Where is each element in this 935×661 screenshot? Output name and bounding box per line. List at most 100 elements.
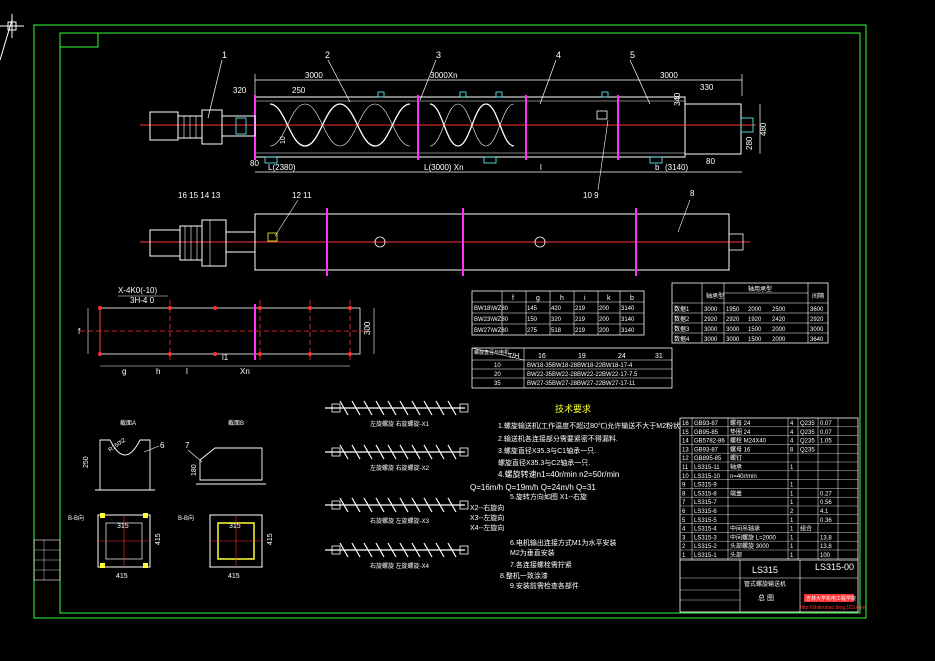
bom-cell: LS315-9 <box>694 483 717 489</box>
label-8: 8 <box>690 189 695 198</box>
bom-cell: 中间螺旋 L=2000 <box>730 533 777 541</box>
dim-300: 300 <box>363 321 372 335</box>
bom-cell: 100 <box>820 553 831 559</box>
tb-h-1: 16 <box>538 353 546 360</box>
tb-h-0: T/H <box>508 353 519 360</box>
bom-cell: LS315-11 <box>694 465 720 471</box>
ta-h-b: b <box>630 295 634 302</box>
tb-title: 螺旋直径与电机 <box>474 349 509 356</box>
bom-cell: 螺钉 <box>730 454 742 462</box>
inner-frame <box>59 32 861 614</box>
bom-cell: 2 <box>790 509 794 515</box>
footer-bar <box>804 594 854 602</box>
bom-cell: LS315-7 <box>694 500 717 506</box>
bom-cell: 16 <box>682 421 689 427</box>
bom-cell: 0.56 <box>820 500 832 506</box>
ta-cell: 200 <box>599 317 610 323</box>
tc-cell: 3000 <box>810 327 824 333</box>
bom-cell: 1 <box>790 544 794 550</box>
bom-cell: 4 <box>682 527 686 533</box>
bom-cell: 0.07 <box>820 421 832 427</box>
bom-cell: 9 <box>682 483 686 489</box>
dv-315b: 315 <box>229 523 241 530</box>
screw-variant <box>325 400 469 416</box>
tech-note-line: X4--左旋向 <box>470 523 504 532</box>
bom-cell: 端盖 <box>730 489 742 497</box>
tc-cell: 3640 <box>810 337 824 343</box>
bom-cell: 轴承 <box>730 463 742 471</box>
dwg-title: 管式螺旋输送机 <box>744 580 786 588</box>
bom-cell: 中间吊轴承 <box>730 525 760 533</box>
tb-cell: 35 <box>494 381 501 387</box>
labels-12-11: 12 11 <box>292 191 312 200</box>
bom-cell: 4 <box>790 439 794 445</box>
dim-l3000xn: L(3000) Xn <box>424 163 464 172</box>
ta-cell: 320 <box>551 317 562 323</box>
footer-url: http://shitouhao.blog.163.com <box>800 605 866 611</box>
bom-cell: LS315-4 <box>694 527 717 533</box>
ta-h-k: k <box>607 295 611 302</box>
tc-cell: 2920 <box>704 317 718 323</box>
tc-cell: 1500 <box>748 327 762 333</box>
dim-l-sec: l <box>186 367 188 376</box>
dv-415b: 415 <box>267 533 274 545</box>
dim-320: 320 <box>233 86 247 95</box>
tb-h-4: 31 <box>655 353 663 360</box>
tech-note-line: M2为垂直安装 <box>510 548 555 557</box>
base-layout: X-4K0(-10) 3H-4 0 f 300 g h l l1 Xn <box>78 286 375 376</box>
tech-note-line: 4.螺旋转速n1=40r/min n2=50r/min <box>498 469 619 479</box>
bom-cell: 13 <box>682 447 689 453</box>
tc-cell: 数据3 <box>674 325 690 333</box>
dv-415w: 415 <box>116 573 128 580</box>
tc-cell: 3000 <box>726 337 740 343</box>
bom-cell: 8 <box>790 447 794 453</box>
bom-cell: 头部 <box>730 551 742 559</box>
tech-note-line: 1.螺旋输送机(工作温度不超过80℃)允许输送不大于M2粉状 <box>498 421 680 430</box>
elevation-view: 1 2 3 4 5 3000 3000Xn 3000 320 250 330 <box>140 50 768 200</box>
section-title: X-4K0(-10) <box>118 286 157 295</box>
dim-l2380: L(2380) <box>268 163 296 172</box>
bom-cell: GB95-85 <box>694 430 719 436</box>
tc-cell: 2420 <box>772 317 786 323</box>
tech-notes: 技术要求 1.螺旋输送机(工作温度不超过80℃)允许输送不大于M2粉状 2.输送机… <box>470 403 680 590</box>
tech-note-line: X2--右旋向 <box>470 503 504 512</box>
bom-cell: 3 <box>682 535 686 541</box>
dim-f: f <box>78 327 81 336</box>
screw-label: 左旋螺旋 右旋螺旋-X1 <box>370 420 430 428</box>
tc-cell: 2920 <box>726 317 740 323</box>
tech-note-line: 5.旋转方向如图 X1--右旋 <box>510 492 587 501</box>
tc-cell: 2920 <box>810 317 824 323</box>
tc-h-1: 轴承型 <box>706 292 724 300</box>
dv-250: 250 <box>83 456 90 468</box>
dim-l1: l1 <box>222 353 229 362</box>
balloon-5: 5 <box>630 50 635 60</box>
ta-h-g: g <box>536 295 540 302</box>
dim-340: 340 <box>673 92 682 106</box>
bom-cell: GB93-87 <box>694 447 719 453</box>
bom-cell: 4.1 <box>820 509 829 515</box>
bom-cell: 8 <box>682 491 686 497</box>
bom-cell: GB93-87 <box>694 421 719 427</box>
bom-cell: 1 <box>790 553 794 559</box>
tech-note-line: X3--左旋向 <box>470 513 504 522</box>
balloon-2: 2 <box>325 50 330 60</box>
tc-cell: 2500 <box>772 307 786 313</box>
tc-cell: 3000 <box>704 327 718 333</box>
dv-7: 7 <box>185 441 190 450</box>
ta-cell: 3140 <box>621 306 635 312</box>
dv-415wb: 415 <box>228 573 240 580</box>
bom-cell: 13.8 <box>820 544 832 550</box>
tc-cell: 3000 <box>704 337 718 343</box>
bom-cell: 1 <box>790 535 794 541</box>
dim-g: g <box>122 367 126 376</box>
bom-cell: 1 <box>790 483 794 489</box>
bom-cell: 1 <box>790 527 794 533</box>
tech-note-line: 2.输送机各连接部分需要紧密不得漏料. <box>498 434 618 443</box>
tech-heading: 技术要求 <box>555 403 591 414</box>
dv-a2: 截面B <box>228 419 244 427</box>
bom-cell: LS315-5 <box>694 518 717 524</box>
tb-cell: BW18-35BW18-28BW18-22BW18-17-4 <box>527 363 633 369</box>
screw-label: 右旋螺旋 左旋螺旋-X4 <box>370 562 430 570</box>
